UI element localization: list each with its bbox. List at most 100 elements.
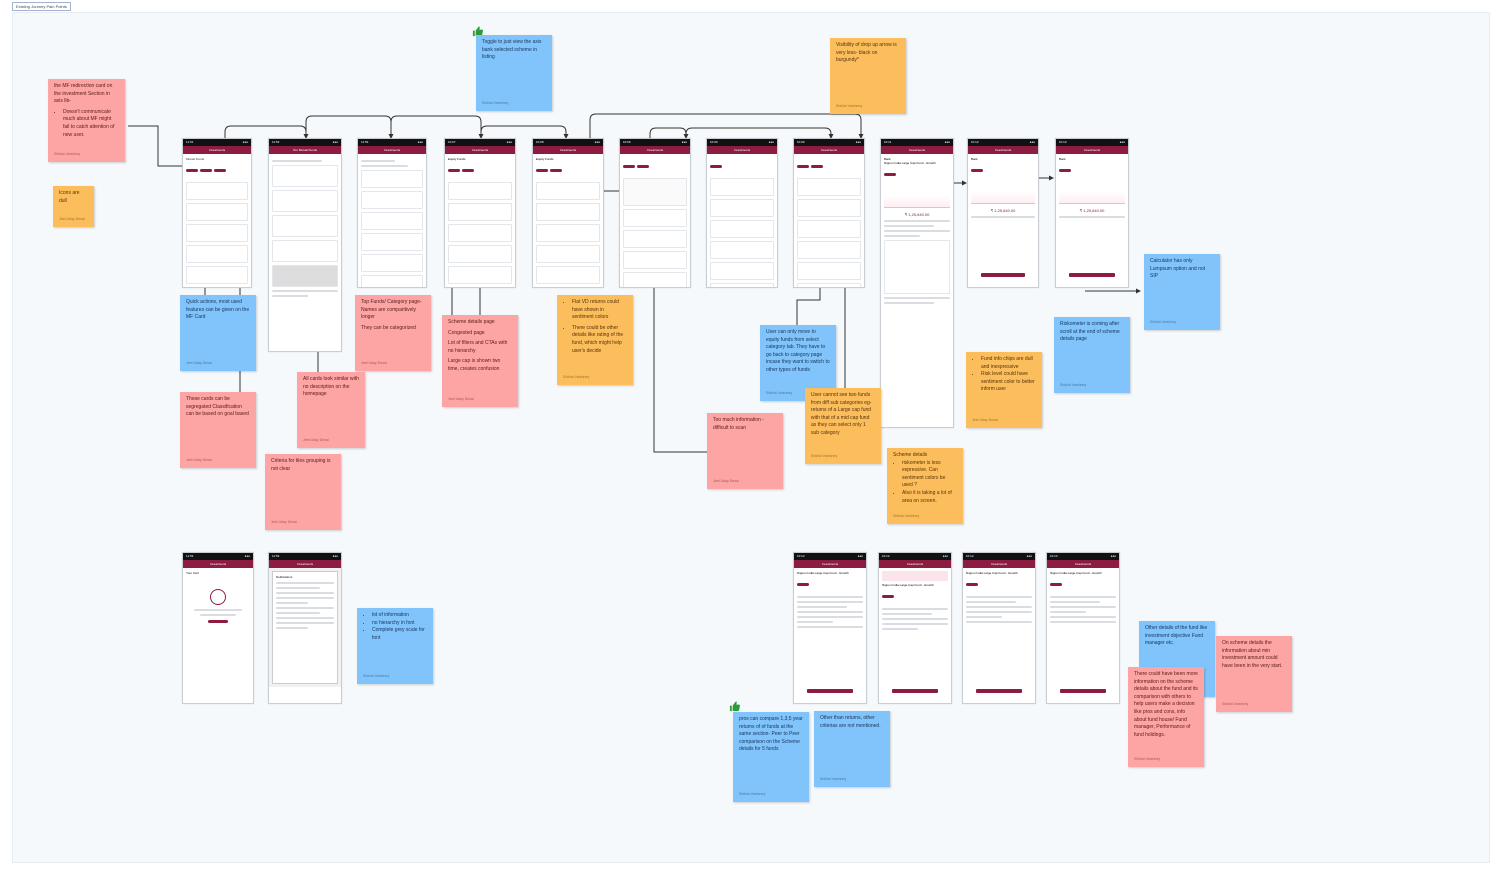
status-time: 11:51 (186, 140, 194, 144)
sticky-note[interactable]: Icons are dull Jeet Uday Desai (53, 186, 94, 227)
phone-screen-equity-listing-4[interactable]: 10:09●●● Investments (706, 138, 778, 288)
sticky-note[interactable]: These cards can be segregated Classifica… (180, 392, 256, 468)
phone-screen-equity-listing-1[interactable]: 10:07●●● Investments Equity Funds (444, 138, 516, 288)
sticky-note[interactable]: User cannot see two funds from diff sub … (805, 388, 881, 464)
thumbs-up-icon (472, 26, 483, 37)
frame-label: Existing Journey Pain Points (12, 2, 71, 11)
sticky-note[interactable]: Top Funds/ Category page- Names are comp… (355, 295, 431, 371)
phone-screen-cart[interactable]: 11:53●●● Investments Your Cart (182, 552, 254, 704)
screen-header: Investments (879, 560, 951, 568)
invest-now-button[interactable] (806, 689, 854, 693)
invest-amount: ₹ 1,25,640.00 (1079, 208, 1105, 213)
invest-amount: ₹ 1,25,640.00 (990, 208, 1016, 213)
sticky-note[interactable]: Visibility of drop up arrow is very less… (830, 38, 906, 114)
connector (390, 115, 484, 148)
notifications-title: Notifications (276, 575, 293, 579)
screen-header: Our Mutual Funds (269, 146, 341, 154)
sticky-note[interactable]: lot of information no hierarchy in font … (357, 608, 433, 684)
sticky-note[interactable]: Fund info chips are dull and inexpressiv… (966, 352, 1042, 428)
phone-screen-other-details[interactable]: 10:13●●● Investments Nippon India Large … (1046, 552, 1120, 704)
note-author: Shikha Varshney (363, 674, 390, 679)
screen-header: Investments (707, 146, 777, 154)
sticky-note[interactable]: Other than returns, other criterias are … (814, 711, 890, 787)
back-link[interactable]: Back (884, 157, 891, 161)
screen-header: Investments (963, 560, 1035, 568)
phone-screen-scheme-details-2[interactable]: 10:12●●● Investments Back ₹ 1,25,640.00 (967, 138, 1039, 288)
sticky-note[interactable]: Scheme details page Congested page Lot o… (442, 315, 518, 407)
connector (128, 125, 183, 167)
sticky-note[interactable]: Flat VD returns could have shown in sent… (557, 295, 633, 385)
phone-screen-scheme-details-3[interactable]: 10:13●●● Investments Back ₹ 1,25,640.00 (1055, 138, 1129, 288)
sticky-note[interactable]: Quick actions, most used features can be… (180, 295, 256, 371)
sticky-note[interactable]: There could have been more information o… (1128, 667, 1204, 767)
phone-screen-fund-holdings[interactable]: 10:12●●● Investments Nippon India Large … (878, 552, 952, 704)
sticky-note[interactable]: Toggle to just view the axis bank select… (476, 35, 552, 111)
status-time: 10:07 (448, 140, 456, 144)
back-link[interactable]: Back (1059, 157, 1066, 161)
note-author: Jeet Uday Desai (186, 458, 212, 463)
note-author: Shikha Varshney (820, 777, 847, 782)
phone-screen-scheme-details-long[interactable]: 10:11●●● Investments Back Nippon India L… (880, 138, 954, 428)
screen-header: Investments (968, 146, 1038, 154)
status-time: 10:13 (1050, 554, 1058, 558)
note-author: Shikha Varshney (563, 375, 590, 380)
sticky-note[interactable]: Criteria for tiles grouping is not clear… (265, 454, 341, 530)
screen-header: Investments (1056, 146, 1128, 154)
sticky-note[interactable]: Riskometer is coming after scroll at the… (1054, 317, 1130, 393)
phone-screen-equity-listing-2[interactable]: 10:08●●● Investments Equity Funds (532, 138, 604, 288)
phone-screen-top-funds[interactable]: 11:53●●● Investments (357, 138, 427, 288)
note-author: Jeet Uday Desai (303, 438, 329, 443)
phone-screen-equity-listing-3[interactable]: 10:09●●● Investments (619, 138, 691, 288)
status-time: 10:12 (971, 140, 979, 144)
note-author: Shikha Varshney (893, 514, 920, 519)
sticky-note[interactable]: the MF redirection card on the investmen… (48, 79, 125, 162)
status-time: 11:53 (272, 554, 280, 558)
sticky-note[interactable]: All cards look similar with no descripti… (297, 372, 365, 448)
invest-now-button[interactable] (980, 273, 1026, 277)
connector (649, 127, 689, 148)
sticky-note[interactable]: Calculator has only Lumpsum option and n… (1144, 254, 1220, 330)
status-time: 11:53 (186, 554, 194, 558)
note-author: Shikha Varshney (482, 101, 509, 106)
phone-screen-mf-categories[interactable]: 11:53●●● Our Mutual Funds (268, 138, 342, 352)
sticky-note[interactable]: pros can compare 1,3,5 year returns of o… (733, 712, 809, 802)
screen-header: Investments (533, 146, 603, 154)
invest-now-button[interactable] (891, 689, 939, 693)
fund-name: Nippon India Large Cap Fund - Growth (966, 571, 1018, 575)
sticky-note[interactable]: Too much information - difficult to scan… (707, 413, 783, 489)
phone-screen-notifications[interactable]: 11:53●●● Investments Notifications (268, 552, 342, 704)
status-time: 11:53 (272, 140, 280, 144)
sticky-note[interactable]: On scheme details the information about … (1216, 636, 1292, 712)
invest-now-button[interactable] (1059, 689, 1107, 693)
phone-screen-investments-home[interactable]: 11:51●●● Investments Mutual Funds (182, 138, 252, 288)
status-time: 10:12 (797, 554, 805, 558)
screen-header: Investments (1047, 560, 1119, 568)
connector (589, 113, 864, 148)
screen-header: Investments (358, 146, 426, 154)
status-time: 10:12 (882, 554, 890, 558)
note-author: Jeet Uday Desai (361, 361, 387, 366)
connector (653, 258, 708, 453)
note-author: Shikha Varshney (811, 454, 838, 459)
thumbs-up-icon (729, 701, 740, 712)
note-author: Shikha Varshney (1150, 320, 1177, 325)
phone-screen-equity-listing-5[interactable]: 10:09●●● Investments (793, 138, 865, 288)
fund-name: Nippon India Large Cap Fund - Growth (884, 161, 936, 165)
back-link[interactable]: Back (971, 157, 978, 161)
phone-screen-peer-comparison[interactable]: 10:12●●● Investments Nippon India Large … (793, 552, 867, 704)
connector (305, 115, 394, 148)
note-author: Jeet Uday Desai (186, 361, 212, 366)
note-author: Shikha Varshney (766, 391, 793, 396)
phone-screen-holdings-2[interactable]: 10:12●●● Investments Nippon India Large … (962, 552, 1036, 704)
sticky-note[interactable]: Scheme details riskometer is less expres… (887, 448, 963, 524)
status-time: 10:09 (623, 140, 631, 144)
note-author: Shikha Varshney (836, 104, 863, 109)
invest-now-button[interactable] (1068, 273, 1116, 277)
note-author: Jeet Uday Desai (448, 397, 474, 402)
note-author: Shikha Varshney (54, 152, 81, 157)
connector (685, 127, 834, 148)
screen-header: Investments (445, 146, 515, 154)
invest-now-button[interactable] (975, 689, 1023, 693)
note-author: Shikha Varshney (1134, 757, 1161, 762)
screen-header: Investments (881, 146, 953, 154)
